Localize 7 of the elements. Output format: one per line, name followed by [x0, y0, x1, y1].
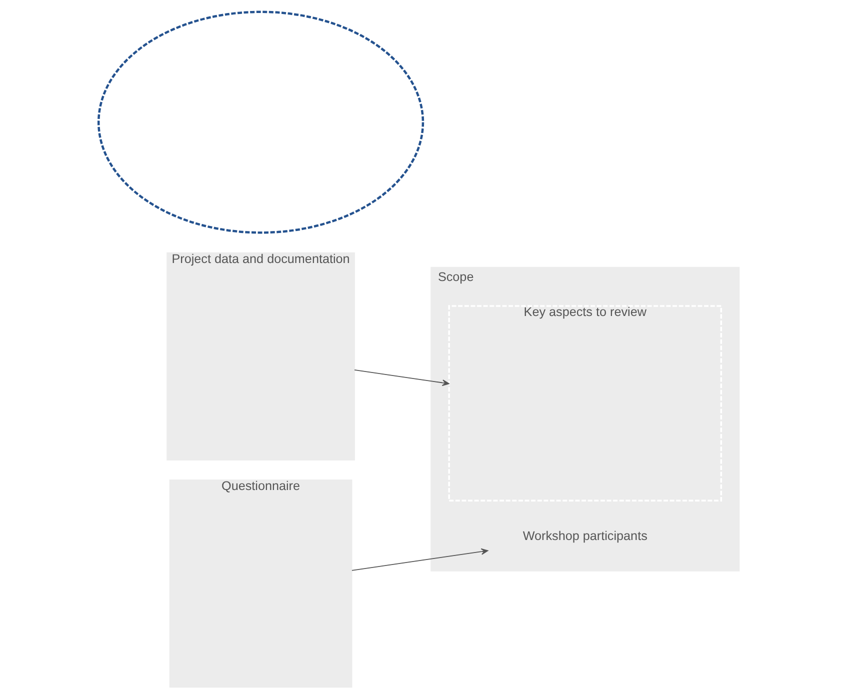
node-box: Project data and documentation: [166, 252, 354, 461]
node-ellipse: [96, 10, 424, 234]
node-box: Questionnaire: [168, 479, 352, 688]
arrow: [354, 370, 449, 386]
node-box: Key aspects to review: [448, 305, 722, 502]
node-text: Workshop participants: [522, 529, 647, 544]
arrow: [351, 548, 488, 571]
